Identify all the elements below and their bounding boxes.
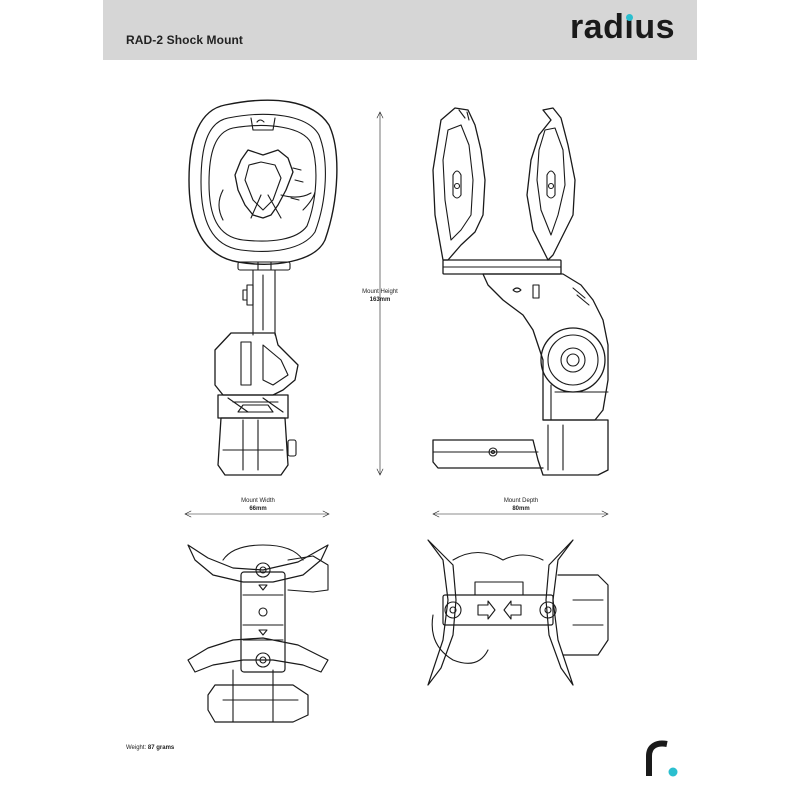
height-value: 163mm — [369, 297, 391, 303]
depth-dimension: Mount Depth 80mm — [491, 497, 551, 513]
weight-value: 87 grams — [147, 745, 175, 751]
side-view — [432, 107, 609, 476]
top-view — [187, 544, 329, 723]
brand-dot-icon — [625, 14, 633, 21]
height-dimension: Mount Height 163mm — [353, 288, 407, 304]
width-label: Mount Width — [241, 498, 275, 504]
radius-r-logo-icon — [646, 740, 678, 777]
width-value: 66mm — [249, 506, 267, 512]
weight-spec: Weight: 87 grams — [126, 745, 174, 751]
front-view — [188, 99, 338, 476]
weight-label: Weight: — [126, 745, 147, 751]
depth-label: Mount Depth — [503, 498, 539, 504]
height-label: Mount Height — [362, 289, 398, 295]
width-dimension: Mount Width 66mm — [228, 497, 288, 513]
top-side-view — [427, 539, 609, 686]
depth-value: 80mm — [512, 506, 530, 512]
dimension-lines — [184, 111, 609, 518]
technical-drawing — [184, 99, 678, 777]
page-title: RAD-2 Shock Mount — [126, 33, 244, 47]
